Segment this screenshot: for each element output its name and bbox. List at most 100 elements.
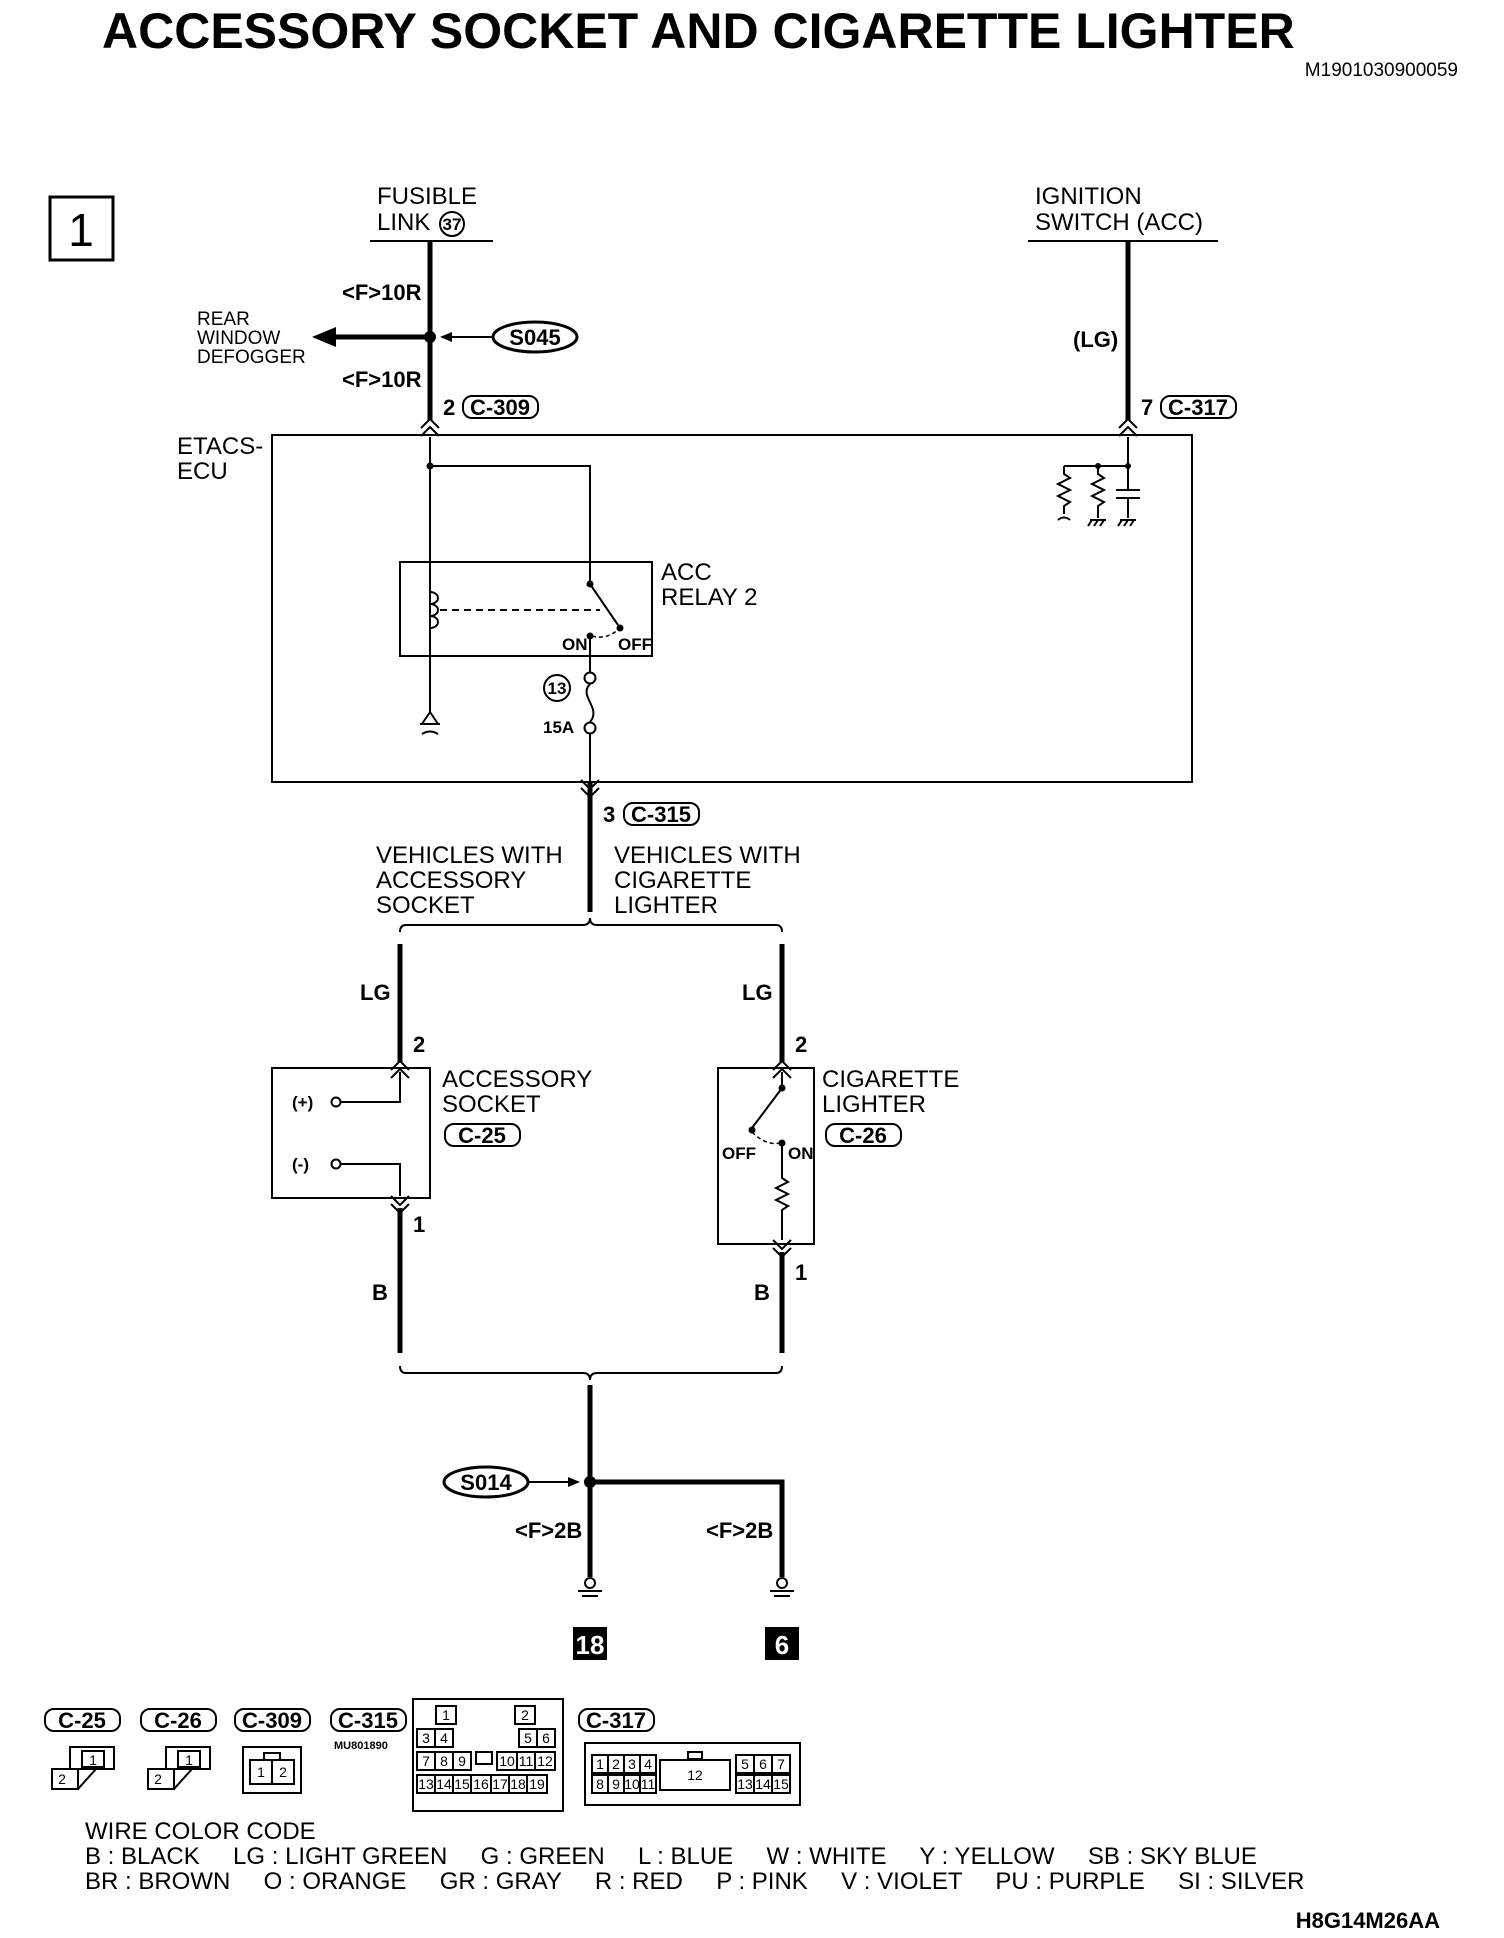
connector-view-c26: C-26 1 2 [140,1708,217,1790]
c315-pin-cell [452,1751,472,1771]
c317-pin-number: 7 [1141,395,1153,420]
fusible-link-label-2: LINK [377,209,430,236]
lighter-pin-bottom: 1 [795,1260,807,1285]
splice-s045-oval [491,320,579,354]
c317-pin-cell [639,1754,657,1774]
wire-color-code-row-1: B : BLACK LG : LIGHT GREEN G : GREEN L :… [85,1843,1257,1870]
c317-view-badge [578,1708,655,1732]
wire-label-lg-right: LG [742,980,773,1005]
c315-pin-label: 1 [442,1707,450,1723]
lighter-on-dashed [751,1131,781,1145]
cigarette-lighter-label-2: LIGHTER [822,1091,926,1118]
acc-relay-label-1: ACC [661,559,712,586]
c315-pin-label: 10 [499,1753,515,1769]
c315-pin-cell [536,1728,556,1748]
svg-text:1: 1 [89,1752,97,1768]
c315-label: C-315 [631,802,691,827]
c317-key-notch [687,1751,703,1760]
c317-pin-label: 8 [596,1776,604,1792]
c25-badge [444,1123,521,1147]
lighter-off-contact [748,1126,756,1134]
c317-pin-label: 9 [612,1776,620,1792]
svg-text:1: 1 [185,1752,193,1768]
relay-on-label: ON [562,635,588,654]
fuse-number-circle [543,674,571,702]
lighter-on-label: ON [788,1144,814,1163]
wire-color-code-heading: WIRE COLOR CODE [85,1818,316,1845]
page-number: 1 [68,204,94,256]
ignition-switch-label-2: SWITCH (ACC) [1035,209,1203,236]
variant-right-label-3: LIGHTER [614,892,718,919]
accessory-minus-label: (-) [292,1155,309,1174]
svg-text:2: 2 [154,1771,162,1787]
c315-pin-label: 16 [473,1776,489,1792]
page-number-box [48,195,115,262]
c315-pin-label: 9 [458,1753,466,1769]
c317-pin-cell [771,1774,791,1794]
c315-pin-label: 13 [418,1776,434,1792]
defogger-arrow-icon [312,327,336,347]
fusible-link-label-1: FUSIBLE [377,183,477,210]
c315-pin-label: 15 [454,1776,470,1792]
wire-label-f2b-left: <F>2B [515,1518,582,1543]
c315-pin-number: 3 [603,802,615,827]
relay-coil-icon [429,591,439,629]
page-title: ACCESSORY SOCKET AND CIGARETTE LIGHTER [102,3,1295,59]
fusible-link: FUSIBLE LINK 37 [370,183,493,242]
c309-view-label: C-309 [242,1708,302,1733]
c317-chevron-icon [1118,417,1138,429]
svg-text:2: 2 [58,1771,66,1787]
ground-right-icon [770,1577,794,1597]
c26-badge [825,1123,902,1147]
defogger-label-2: WINDOW [197,328,280,349]
accessory-minus-wire [340,1163,401,1196]
defogger-label-3: DEFOGGER [197,347,306,368]
wire-label-f10r-lower: <F>10R [342,367,422,392]
c317-pin-cell [771,1754,791,1774]
accessory-plus-label: (+) [292,1093,313,1112]
c309-badge [462,395,539,419]
c26-view-label: C-26 [154,1708,202,1733]
etacs-ecu-label-1: ETACS- [177,433,263,460]
fusible-link-number-circle [439,211,465,237]
c317-pin-label: 3 [628,1756,636,1772]
fusible-link-number: 37 [443,215,462,234]
c317-view-label: C-317 [586,1708,646,1733]
accessory-pin-top: 2 [413,1032,425,1057]
c309-pin-number: 2 [443,395,455,420]
c315-pin-label: 19 [529,1776,545,1792]
c317-chevron-icon-2 [1118,425,1138,437]
variant-left-label-1: VEHICLES WITH [376,842,563,869]
c315-pin-cell [534,1751,556,1771]
ground-wire-right [590,1479,785,1577]
c317-pin-label: 15 [773,1776,789,1792]
c309-chevron-icon [420,417,440,429]
c317-pin-label: 11 [641,1776,656,1792]
s045-pointer-arrow-icon [440,332,452,342]
variant-left-label-3: SOCKET [376,892,475,919]
c317-pin-label: 12 [687,1767,703,1783]
variant-left-label-2: ACCESSORY [376,867,526,894]
wire-label-f2b-right: <F>2B [706,1518,773,1543]
c315-pin-label: 11 [519,1753,534,1769]
c315-pin-cell [435,1705,457,1725]
svg-text:2: 2 [279,1764,287,1780]
fuse-element-icon [585,683,595,723]
ground-6-label: 6 [775,1630,789,1660]
c315-key-notch [475,1751,493,1765]
c315-pin-label: 14 [436,1776,452,1792]
c317-pin-label: 6 [759,1756,767,1772]
relay-switch-arm [589,583,619,626]
wire-label-lg-paren: (LG) [1073,327,1118,352]
c315-pin-cell [434,1728,454,1748]
wire-color-code-row-2: BR : BROWN O : ORANGE GR : GRAY R : RED … [85,1868,1304,1895]
relay-feed-wire [430,465,591,584]
c317-badge [1160,395,1237,419]
cigarette-lighter-box [717,1067,815,1245]
c315-pin-label: 12 [537,1753,553,1769]
c317-pin-label: 14 [755,1776,771,1792]
cigarette-lighter-label-1: CIGARETTE [822,1066,959,1093]
